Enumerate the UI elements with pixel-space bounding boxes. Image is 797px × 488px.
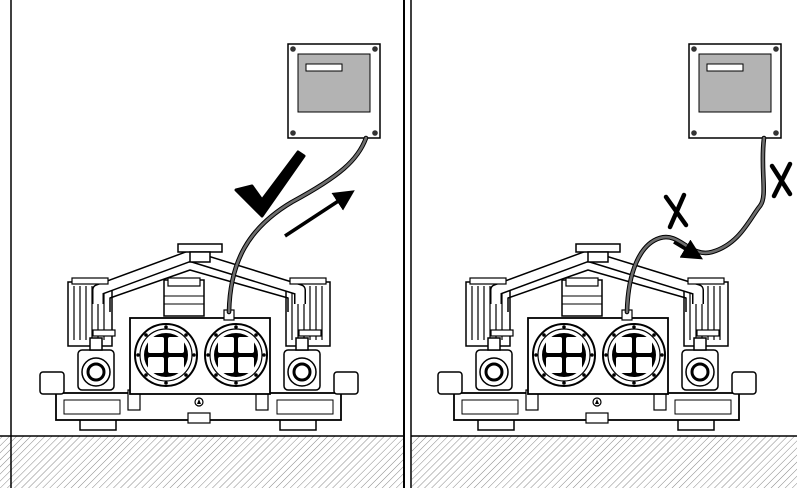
direction-arrow-left	[284, 190, 355, 238]
direction-arrow-right	[673, 239, 704, 260]
floor-left	[0, 436, 403, 488]
x-mark-icon-left	[663, 192, 689, 230]
panel-correct	[0, 0, 403, 488]
x-mark-icon-right	[769, 161, 793, 199]
floor-right	[412, 436, 797, 488]
check-mark-icon	[234, 150, 306, 218]
control-box-right	[688, 43, 782, 139]
control-box-left	[287, 43, 381, 139]
panel-incorrect	[411, 0, 797, 488]
